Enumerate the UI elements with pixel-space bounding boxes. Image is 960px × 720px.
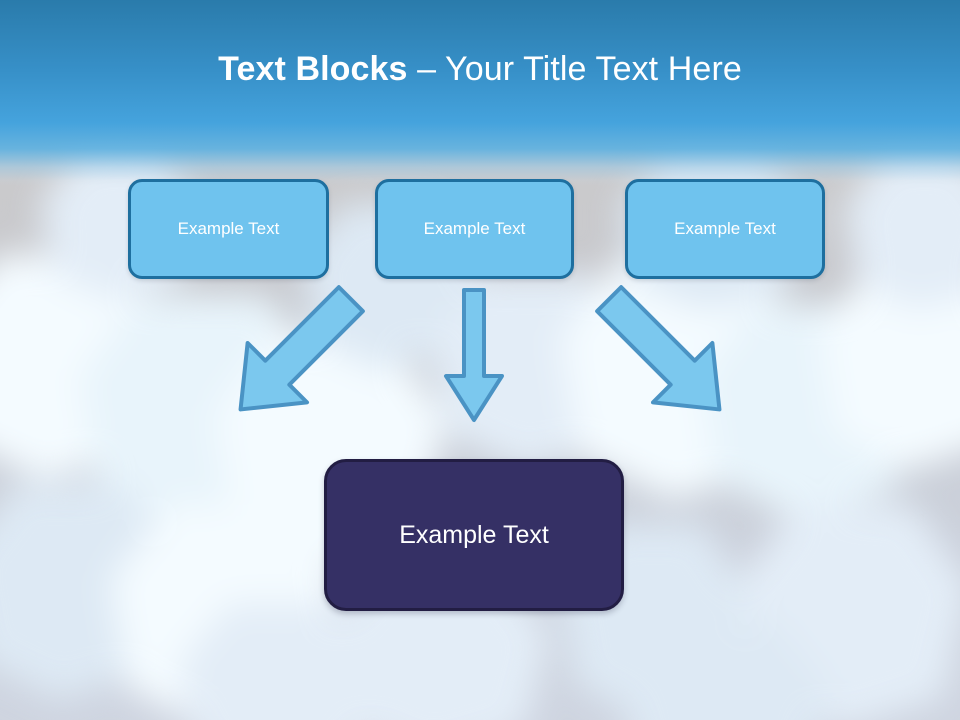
page-title-separator: – xyxy=(407,50,446,88)
result-text-block-label: Example Text xyxy=(399,520,549,549)
text-block-2[interactable]: Example Text xyxy=(375,179,574,279)
arrow-down-left-icon xyxy=(595,285,722,412)
arrow-down-right-icon xyxy=(238,285,365,412)
text-block-1[interactable]: Example Text xyxy=(128,179,329,279)
text-block-3[interactable]: Example Text xyxy=(625,179,825,279)
arrow-down-icon xyxy=(444,288,504,422)
text-block-2-label: Example Text xyxy=(423,219,526,238)
page-title-bold: Text Blocks xyxy=(218,50,408,88)
result-text-block[interactable]: Example Text xyxy=(324,459,624,611)
text-block-1-label: Example Text xyxy=(177,219,280,238)
page-title: Text Blocks – Your Title Text Here xyxy=(0,50,960,89)
text-block-3-label: Example Text xyxy=(674,219,776,238)
page-title-light: Your Title Text Here xyxy=(445,50,742,88)
